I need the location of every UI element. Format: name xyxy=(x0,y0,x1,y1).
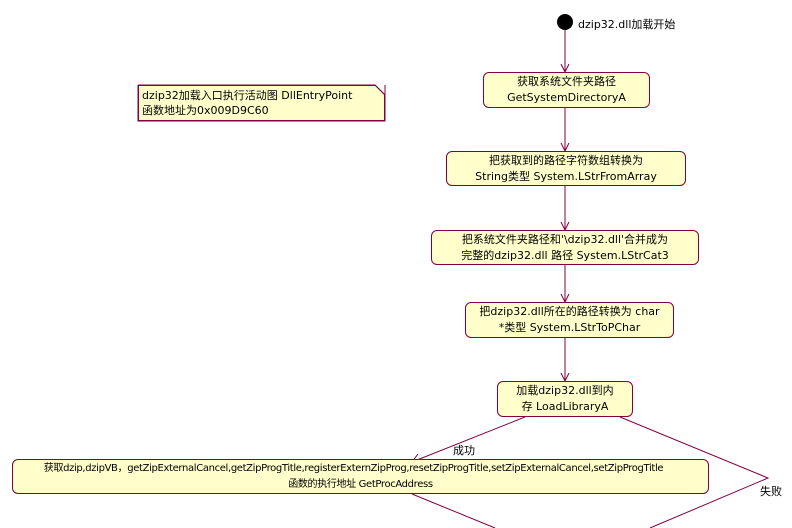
activity-line: 完整的dzip32.dll 路径 System.LStrCat3 xyxy=(461,248,669,262)
transition-success xyxy=(411,416,526,463)
start-label: dzip32.dll加载开始 xyxy=(578,18,676,31)
activity-lstr-cat3[interactable]: 把系统文件夹路径和'\dzip32.dll'合并成为 完整的dzip32.dll… xyxy=(431,230,699,265)
guard-success: 成功 xyxy=(453,444,475,457)
activity-line: 把获取到的路径字符数组转换为 xyxy=(489,153,643,167)
activity-line: 加载dzip32.dll到内 xyxy=(516,384,614,397)
activity-line: GetSystemDirectoryA xyxy=(507,91,626,104)
activity-line: *类型 System.LStrToPChar xyxy=(498,321,641,334)
activity-line: 获取系统文件夹路径 xyxy=(517,75,616,88)
note-line2: 函数地址为0x009D9C60 xyxy=(142,104,269,117)
activity-lstr-to-pchar[interactable]: 把dzip32.dll所在的路径转换为 char *类型 System.LStr… xyxy=(465,302,674,338)
activity-line: 把dzip32.dll所在的路径转换为 char xyxy=(479,305,660,318)
activity-line: String类型 System.LStrFromArray xyxy=(475,169,657,183)
diagram-note: dzip32加载入口执行活动图 DllEntryPoint 函数地址为0x009… xyxy=(138,85,385,121)
note-line1: dzip32加载入口执行活动图 DllEntryPoint xyxy=(142,89,353,102)
activity-get-proc-address[interactable]: 获取dzip,dzipVB，getZipExternalCancel,getZi… xyxy=(12,459,709,494)
activity-get-system-directory[interactable]: 获取系统文件夹路径 GetSystemDirectoryA xyxy=(483,72,650,108)
activity-line: 存 LoadLibraryA xyxy=(521,400,609,413)
start-node-icon xyxy=(557,14,573,30)
activity-line: 获取dzip,dzipVB，getZipExternalCancel,getZi… xyxy=(43,462,664,474)
activity-load-library[interactable]: 加载dzip32.dll到内 存 LoadLibraryA xyxy=(497,381,633,417)
activity-line: 把系统文件夹路径和'\dzip32.dll'合并成为 xyxy=(461,232,669,246)
transition-failure xyxy=(619,416,770,528)
transition-6 xyxy=(411,493,496,528)
guard-failure: 失败 xyxy=(760,485,782,498)
activity-line: 函数的执行地址 GetProcAddress xyxy=(288,478,433,490)
activity-lstr-from-array[interactable]: 把获取到的路径字符数组转换为 String类型 System.LStrFromA… xyxy=(446,151,686,186)
